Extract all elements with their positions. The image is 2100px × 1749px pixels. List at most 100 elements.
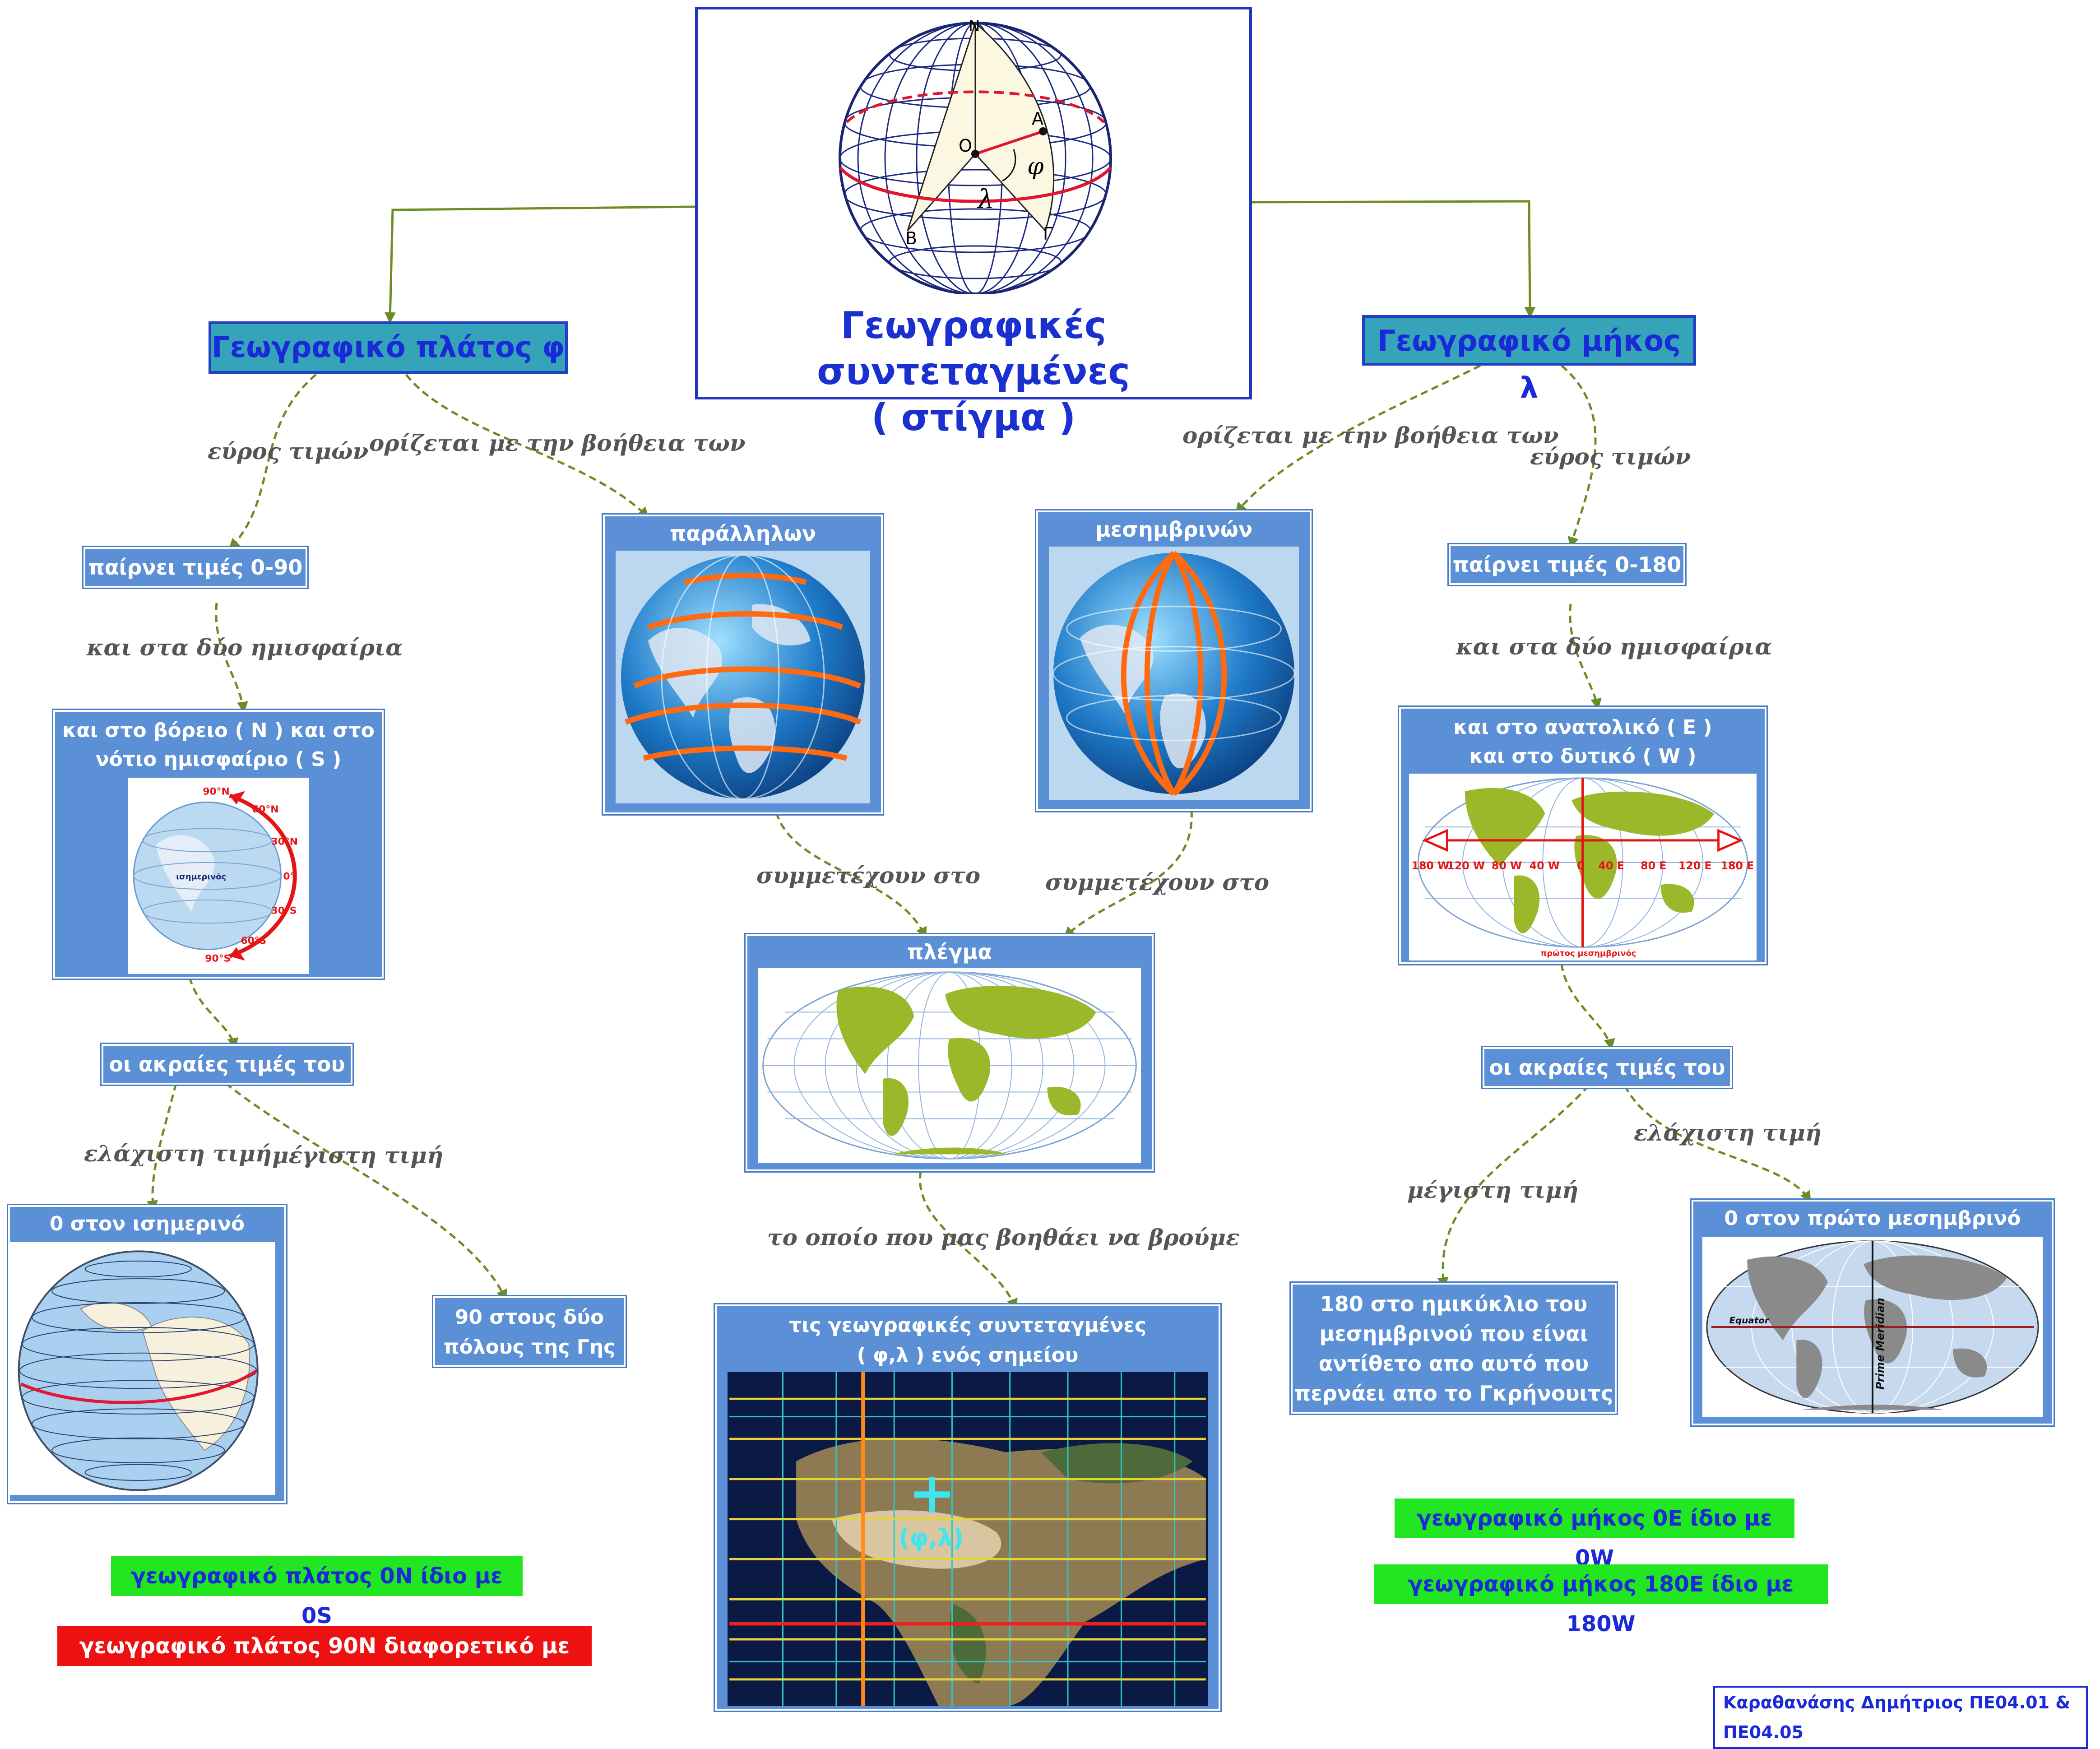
globe-label-b: B xyxy=(905,228,917,248)
meridians-box-title: μεσημβρινών xyxy=(1095,517,1253,542)
lat-hemi-label: και στα δύο ημισφαίρια xyxy=(87,634,403,661)
lat-min-label: ελάχιστη τιμή xyxy=(84,1140,272,1167)
lat-note-green: γεωγραφικό πλάτος 0N ίδιο με 0S xyxy=(111,1556,523,1628)
lon-min-box-title: 0 στον πρώτο μεσημβρινό xyxy=(1724,1207,2021,1230)
coordinates-map-icon: (φ,λ) xyxy=(729,1372,1206,1706)
lat-range-box: παίρνει τιμές 0-90 xyxy=(83,547,307,588)
lat-max-line2: πόλους της Γης xyxy=(443,1336,616,1359)
globe-meridians-icon xyxy=(1052,551,1295,796)
helps-label: το οποίο που μας βοηθάει να βρούμε xyxy=(767,1224,1240,1251)
latitude-title-box: Γεωγραφικό πλάτος φ xyxy=(209,321,568,374)
globe-label-g: Γ xyxy=(1043,224,1052,244)
lat-hemisphere-box: και στο βόρειο ( N ) και στο νότιο ημισφ… xyxy=(53,710,384,979)
lon-hemi-line1: και στο ανατολικό ( E ) xyxy=(1453,716,1712,739)
lat-min-box-title: 0 στον ισημερινό xyxy=(49,1212,245,1235)
lon-extremes-box: οι ακραίες τιμές του xyxy=(1483,1047,1732,1088)
grid-box-title: πλέγμα xyxy=(907,940,992,964)
globe-label-o: O xyxy=(959,136,972,156)
lon-pic-label-180e: 180 E xyxy=(1721,859,1754,872)
lat-hemisphere-picture: 90°N 60°N 30°N 0° 30°S 60°S 90°S ισημερι… xyxy=(128,778,309,974)
lon-max-box: 180 στο ημικύκλιο του μεσημβρινού που εί… xyxy=(1291,1283,1617,1414)
parallels-box: παράλληλων xyxy=(603,515,883,814)
globe-icon: N O A B Γ φ λ xyxy=(839,17,1112,295)
longitude-title-box: Γεωγραφικό μήκος λ xyxy=(1362,315,1696,405)
lat-max-label: μέγιστη τιμή xyxy=(272,1142,444,1169)
longitude-map-icon: 180 W 120 W 80 W 40 W 0 40 E 80 E 120 E … xyxy=(1412,777,1754,958)
lon-note-green-2: γεωγραφικό μήκος 180E ίδιο με 180W xyxy=(1374,1564,1828,1637)
globe-label-phi: φ xyxy=(1027,153,1044,180)
prime-meridian-word: πρώτος μεσημβρινός xyxy=(1540,949,1636,958)
equator-word: ισημερινός xyxy=(176,872,226,881)
lon-hemi-line2: και στο δυτικό ( W ) xyxy=(1469,745,1697,768)
prime-pic-equator: Equator xyxy=(1729,1315,1770,1326)
lon-pic-label-40e: 40 E xyxy=(1599,859,1624,872)
lat-hemi-line1: και στο βόρειο ( N ) και στο xyxy=(62,719,375,742)
meridians-box: μεσημβρινών xyxy=(1036,510,1312,811)
lon-hemisphere-picture: 180 W 120 W 80 W 40 W 0 40 E 80 E 120 E … xyxy=(1409,774,1757,960)
lat-hemi-line2: νότιο ημισφαίριο ( S ) xyxy=(95,748,342,771)
lon-pic-label-120w: 120 W xyxy=(1447,859,1485,872)
lon-pic-label-80w: 80 W xyxy=(1492,859,1522,872)
lon-max-line4: περνάει απο το Γκρήνουιτς xyxy=(1294,1381,1613,1406)
lat-pic-label-90n: 90°N xyxy=(203,786,229,798)
lon-pic-label-80e: 80 E xyxy=(1641,859,1666,872)
grid-picture xyxy=(758,968,1141,1163)
lat-defined-label: ορίζεται με την βοήθεια των xyxy=(369,430,746,456)
lat-min-picture xyxy=(10,1242,275,1495)
coordinates-box: τις γεωγραφικές συντεταγμένες ( φ,λ ) εν… xyxy=(715,1304,1220,1711)
lon-range-box: παίρνει τιμές 0-180 xyxy=(1449,544,1685,585)
lon-pic-label-40w: 40 W xyxy=(1530,859,1560,872)
participate-label-left: συμμετέχουν στο xyxy=(756,862,981,889)
parallels-globe-picture xyxy=(616,551,870,803)
lon-hemi-label: και στα δύο ημισφαίρια xyxy=(1456,633,1772,660)
lat-pic-label-30n: 30°N xyxy=(271,836,298,847)
main-title-line2: ( στίγμα ) xyxy=(871,396,1076,439)
globe-label-lambda: λ xyxy=(977,184,994,214)
coordinates-picture: (φ,λ) xyxy=(728,1372,1208,1706)
lon-pic-label-180w: 180 W xyxy=(1412,859,1450,872)
lat-max-line1: 90 στους δύο xyxy=(454,1306,604,1329)
lon-pic-label-0: 0 xyxy=(1577,859,1584,872)
prime-pic-meridian: Prime Meridian xyxy=(1874,1298,1887,1390)
globe-label-n: N xyxy=(969,19,980,35)
prime-meridian-map-icon: Equator Prime Meridian xyxy=(1706,1240,2039,1414)
lon-hemisphere-box: και στο ανατολικό ( E ) και στο δυτικό (… xyxy=(1399,707,1766,964)
lon-max-line1: 180 στο ημικύκλιο του xyxy=(1320,1292,1588,1316)
globe-parallels-icon xyxy=(621,554,865,800)
lon-max-line2: μεσημβρινού που είναι xyxy=(1319,1322,1588,1346)
lon-max-line3: αντίθετο απο αυτό που xyxy=(1318,1351,1589,1376)
lon-defined-label: ορίζεται με την βοήθεια των xyxy=(1182,422,1559,449)
grid-box: πλέγμα xyxy=(746,934,1154,1171)
lon-min-label: ελάχιστη τιμή xyxy=(1634,1119,1822,1146)
parallels-box-title: παράλληλων xyxy=(670,521,816,546)
lat-pic-label-60n: 60°N xyxy=(252,804,278,815)
participate-label-right: συμμετέχουν στο xyxy=(1045,869,1270,895)
lat-pic-label-0: 0° xyxy=(283,871,295,882)
meridians-globe-picture xyxy=(1049,547,1299,800)
lat-extremes-box: οι ακραίες τιμές του xyxy=(102,1044,352,1085)
equator-globe-icon xyxy=(18,1250,259,1491)
author-credit: Καραθανάσης Δημήτριος ΠΕ04.01 & ΠΕ04.05 xyxy=(1713,1686,2088,1749)
coords-pic-label: (φ,λ) xyxy=(899,1524,964,1552)
lat-pic-label-60s: 60°S xyxy=(241,935,266,946)
lat-min-box: 0 στον ισημερινό xyxy=(8,1205,286,1503)
coordinate-globe-picture: N O A B Γ φ λ xyxy=(833,17,1117,295)
lon-max-label: μέγιστη τιμή xyxy=(1407,1177,1579,1203)
lat-pic-label-30s: 30°S xyxy=(271,905,297,917)
lon-range-label: εύρος τιμών xyxy=(1530,443,1691,470)
lon-note-green-1: γεωγραφικό μήκος 0E ίδιο με 0W xyxy=(1395,1498,1794,1571)
main-node: N O A B Γ φ λ Γεωγραφικές συντεταγμένες … xyxy=(695,7,1252,439)
lat-range-label: εύρος τιμών xyxy=(208,438,369,464)
globe-label-a: A xyxy=(1032,109,1043,129)
latitude-globe-icon: 90°N 60°N 30°N 0° 30°S 60°S 90°S ισημερι… xyxy=(133,786,298,964)
lon-pic-label-120e: 120 E xyxy=(1678,859,1712,872)
lat-max-box: 90 στους δύο πόλους της Γης xyxy=(433,1296,626,1367)
coords-line2: ( φ,λ ) ενός σημείου xyxy=(857,1344,1079,1367)
lat-pic-label-90s: 90°S xyxy=(205,953,231,964)
lon-min-box: 0 στον πρώτο μεσημβρινό Equator Prime Me… xyxy=(1692,1200,2054,1425)
lon-min-picture: Equator Prime Meridian xyxy=(1702,1237,2043,1417)
main-title-line1: Γεωγραφικές συντεταγμένες xyxy=(817,304,1130,393)
lat-note-red: γεωγραφικό πλάτος 90N διαφορετικό με 90S xyxy=(57,1626,592,1698)
coords-line1: τις γεωγραφικές συντεταγμένες xyxy=(789,1314,1146,1337)
